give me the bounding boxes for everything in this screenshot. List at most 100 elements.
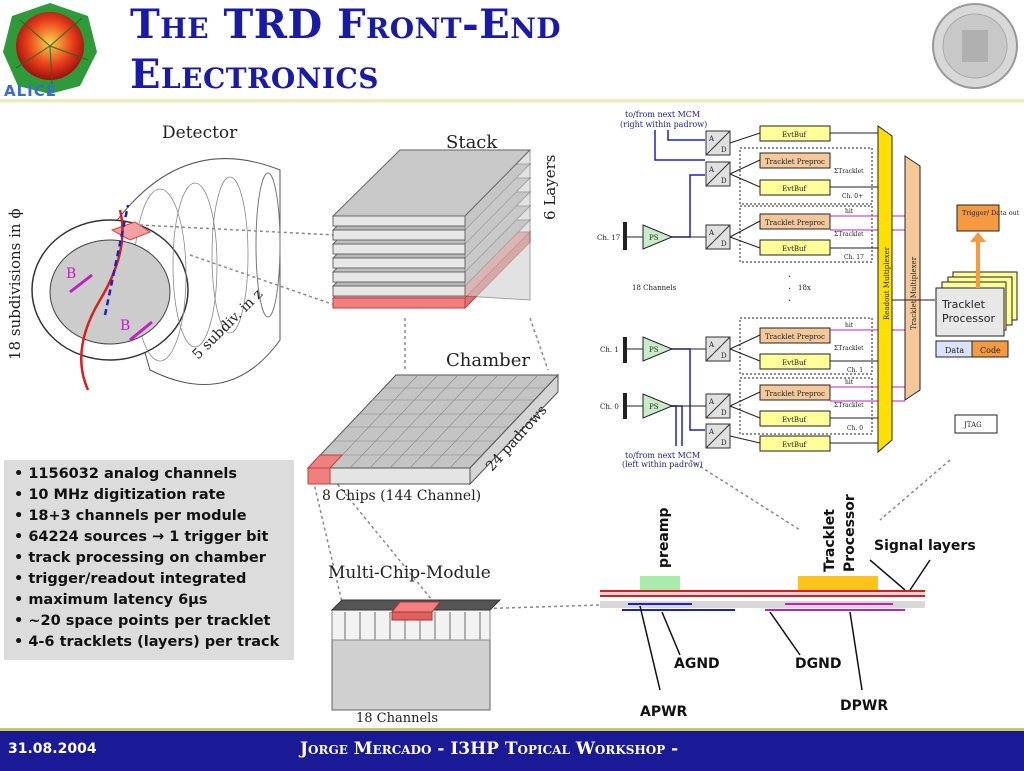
diagram-canvas: Detector 18 subdivisions in ϕ 5 subdiv. … (6, 110, 1020, 726)
trigger-out-label: Trigger/ Data out (962, 209, 1020, 217)
b-label-lower: B (120, 318, 130, 334)
ad-a-1: A (708, 135, 715, 143)
pcb-cross-section (600, 559, 931, 691)
stack-graphic (331, 148, 532, 310)
ad-a-6: A (708, 428, 715, 436)
apwr-label: APWR (640, 704, 688, 720)
top-note-1: to/from next MCM (625, 110, 700, 119)
mcm-label: Multi-Chip-Module (328, 563, 491, 583)
preproc-1: Tracklet Preproc (765, 158, 825, 166)
evtbuf-5: EvtBuf (782, 416, 808, 424)
footer-title: Jorge Mercado - I3HP Topical Workshop - (300, 739, 679, 759)
bottom-note-2: (left within padrow) (622, 460, 703, 469)
alice-logo-graphic (3, 3, 97, 94)
list-item: 4-6 tracklets (layers) per track (14, 632, 294, 653)
summary-box: 1156032 analog channels 10 MHz digitizat… (4, 460, 294, 660)
ellipsis-dots-3: · (788, 296, 791, 307)
list-item: trigger/readout integrated (14, 569, 294, 590)
layers-label: 6 Layers (541, 155, 559, 220)
ps-label-1: PS (649, 234, 659, 242)
evtbuf-1: EvtBuf (782, 131, 808, 139)
ad-d-6: D (721, 439, 727, 447)
ad-d-5: D (721, 409, 727, 417)
list-item: maximum latency 6μs (14, 590, 294, 611)
top-note-2: (right within padrow) (620, 120, 707, 129)
sum-tracklet-4: ΣTracklet (834, 402, 864, 409)
ps-label-2: PS (649, 346, 659, 354)
mcm-graphic (330, 599, 502, 711)
logo-text: ALICE (4, 82, 58, 100)
title-line-1: The TRD Front-End (130, 1, 562, 48)
sum-tracklet-3: ΣTracklet (834, 345, 864, 352)
ad-d-2: D (721, 177, 727, 185)
ch0plus-label: Ch. 0+ (842, 193, 863, 200)
ellipsis-dots: · (788, 272, 791, 283)
evtbuf-3: EvtBuf (782, 245, 808, 253)
tracklet-mux-label: Tracklet Multiplexer (910, 256, 918, 330)
tp-label-2: Processor (842, 494, 858, 572)
ellipsis-dots-2: · (788, 284, 791, 295)
agnd-label: AGND (674, 656, 720, 672)
summary-list: 1156032 analog channels 10 MHz digitizat… (4, 460, 294, 653)
ad-a-5: A (708, 398, 715, 406)
sum-tracklet-2: ΣTracklet (834, 231, 864, 238)
hit-2: hit (845, 322, 854, 329)
footer-date: 31.08.2004 (8, 741, 97, 757)
slide-footer: 31.08.2004 Jorge Mercado - I3HP Topical … (0, 728, 1024, 771)
list-item: track processing on chamber (14, 548, 294, 569)
tp-label-1: Tracklet (822, 509, 838, 572)
ad-d-1: D (721, 146, 727, 154)
signal-layers-label: Signal layers (874, 538, 976, 554)
ch17-small-label: Ch. 17 (844, 254, 864, 261)
tracklet-processor-label-2: Processor (942, 312, 995, 325)
phi-label: 18 subdivisions in ϕ (6, 208, 24, 360)
evtbuf-2: EvtBuf (782, 185, 808, 193)
ch1-small-label: Ch. 1 (847, 367, 863, 374)
seal-graphic (932, 3, 1018, 89)
preproc-4: Tracklet Preproc (765, 390, 825, 398)
bottom-note-1: to/from next MCM (625, 451, 700, 460)
readout-mux-label: Readout Multiplexer (883, 246, 891, 320)
alice-logo: ALICE (0, 0, 100, 100)
detector-label: Detector (162, 123, 238, 143)
ch0-label: Ch. 0 (600, 403, 619, 411)
hit-3: hit (845, 379, 854, 386)
title-line-2: Electronics (130, 51, 379, 98)
chips-label: 8 Chips (144 Channel) (322, 488, 481, 504)
ad-a-3: A (708, 229, 715, 237)
list-item: 64224 sources → 1 trigger bit (14, 527, 294, 548)
detector-cylinder (31, 158, 281, 391)
list-item: 1156032 analog channels (14, 464, 294, 485)
chamber-graphic (306, 373, 560, 486)
jtag-label: JTAG (963, 421, 982, 429)
x18-label: 18x (798, 284, 811, 292)
ad-a-2: A (708, 166, 715, 174)
dpwr-label: DPWR (840, 698, 888, 714)
ch1-label: Ch. 1 (600, 346, 619, 354)
dgnd-label: DGND (795, 656, 841, 672)
ch17-label: Ch. 17 (597, 234, 620, 242)
hit-1: hit (845, 208, 854, 215)
list-item: 10 MHz digitization rate (14, 485, 294, 506)
ad-d-3: D (721, 240, 727, 248)
mcm-channels-label: 18 Channels (356, 711, 438, 726)
data-label: Data (945, 346, 964, 355)
b-label-upper: B (66, 266, 76, 282)
ad-a-4: A (708, 341, 715, 349)
sum-tracklet-1: ΣTracklet (834, 168, 864, 175)
preproc-3: Tracklet Preproc (765, 333, 825, 341)
ch0-small-label: Ch. 0 (847, 425, 863, 432)
evtbuf-6: EvtBuf (782, 441, 808, 449)
stack-label: Stack (446, 132, 498, 153)
mcm-schematic: to/from next MCM (right within padrow) t… (597, 110, 1020, 469)
preproc-2: Tracklet Preproc (765, 219, 825, 227)
tracklet-processor-label-1: Tracklet (941, 298, 986, 311)
university-seal (930, 2, 1020, 90)
header-divider (0, 98, 1024, 104)
preamp-label: preamp (656, 508, 672, 568)
ps-label-3: PS (649, 403, 659, 411)
slide-title: The TRD Front-End Electronics (130, 0, 690, 100)
evtbuf-4: EvtBuf (782, 359, 808, 367)
list-item: ~20 space points per tracklet (14, 611, 294, 632)
code-label: Code (980, 346, 1001, 355)
